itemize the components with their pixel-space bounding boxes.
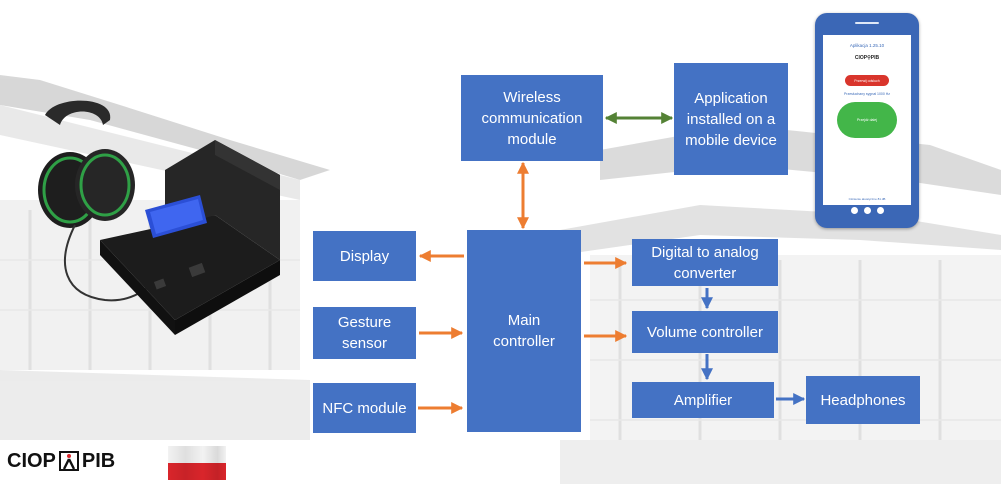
hearing-device-photo: [38, 100, 280, 335]
block-nfc-module: NFC module: [313, 383, 416, 433]
block-gesture-sensor: Gesture sensor: [313, 307, 416, 359]
app-frequency-text: Przesłuchany sygnał 1000 Hz: [843, 92, 891, 96]
ciop-pib-logo: CIOP PIB: [7, 448, 115, 474]
mobile-phone-mockup: Aplikacja 1.25.10 CIOP⚲PIB Przerwij odsl…: [815, 13, 919, 228]
phone-nav-dots: [815, 207, 919, 214]
app-footer-text: Ciśnienie akustyczne 81 dB: [848, 197, 886, 201]
headphones-headband: [45, 100, 111, 125]
polish-flag: [168, 446, 226, 480]
phone-screen: Aplikacja 1.25.10 CIOP⚲PIB Przerwij odsl…: [823, 35, 911, 205]
logo-figure-icon: [58, 451, 79, 471]
block-wireless-communication-module: Wireless communication module: [461, 75, 603, 161]
block-digital-to-analog-converter: Digital to analog converter: [632, 239, 778, 286]
app-title: Aplikacja 1.25.10: [849, 43, 885, 48]
app-logo: CIOP⚲PIB: [854, 55, 880, 61]
phone-nav-dot: [863, 207, 871, 214]
headphones-cup-right: [75, 149, 135, 221]
logo-text-ciop: CIOP: [7, 449, 56, 472]
phone-nav-dot: [876, 207, 884, 214]
block-headphones: Headphones: [806, 376, 920, 424]
block-volume-controller: Volume controller: [632, 311, 778, 353]
block-amplifier: Amplifier: [632, 382, 774, 418]
block-display: Display: [313, 231, 416, 281]
block-application-mobile-device: Application installed on a mobile device: [674, 63, 788, 175]
app-stop-button[interactable]: Przerwij odsluch: [845, 75, 889, 86]
app-next-button[interactable]: Przejdź dalej: [837, 102, 897, 138]
block-main-controller: Main controller: [467, 230, 581, 432]
logo-text-pib: PIB: [81, 449, 116, 472]
phone-speaker: [855, 22, 879, 24]
phone-nav-dot: [850, 207, 858, 214]
